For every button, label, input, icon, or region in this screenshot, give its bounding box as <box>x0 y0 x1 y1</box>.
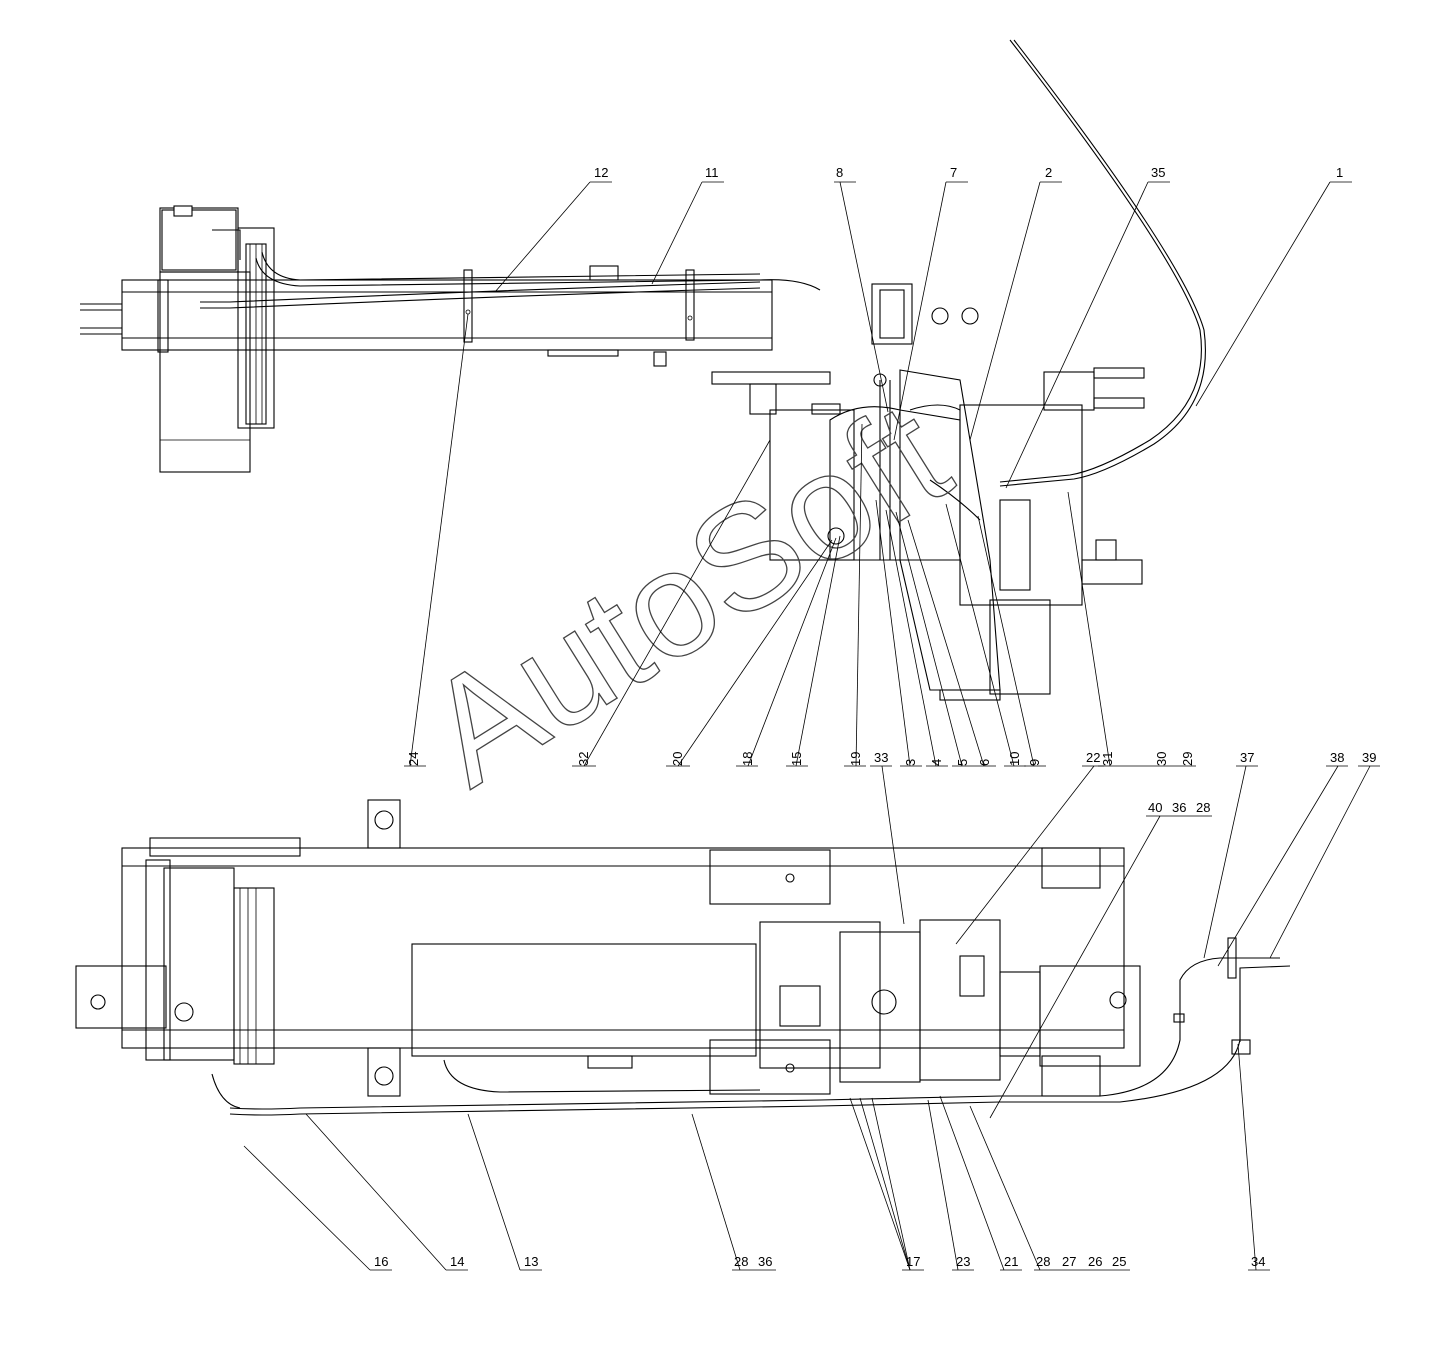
callout-34: 34 <box>1251 1254 1265 1269</box>
callout-37: 37 <box>1240 750 1254 765</box>
callout-28: 28 <box>1196 800 1210 815</box>
callout-9: 9 <box>1027 759 1042 766</box>
leader-lines <box>243 181 1380 1271</box>
callout-25: 25 <box>1112 1254 1126 1269</box>
side-view-assembly <box>80 39 1206 701</box>
callout-10: 10 <box>1007 752 1022 766</box>
callout-7: 7 <box>950 165 957 180</box>
callout-13: 13 <box>524 1254 538 1269</box>
callout-38: 38 <box>1330 750 1344 765</box>
callout-29: 29 <box>1180 752 1195 766</box>
callout-27: 27 <box>1062 1254 1076 1269</box>
callout-3: 3 <box>903 759 918 766</box>
callout-17: 17 <box>906 1254 920 1269</box>
callout-18: 18 <box>740 752 755 766</box>
top-callout-labels: 12 11 8 7 2 35 1 <box>594 165 1343 180</box>
callout-39: 39 <box>1362 750 1376 765</box>
callout-35: 35 <box>1151 165 1165 180</box>
plan-view-assembly <box>75 799 1291 1116</box>
callout-40: 40 <box>1148 800 1162 815</box>
callout-19: 19 <box>848 752 863 766</box>
callout-31: 31 <box>1100 752 1115 766</box>
middle-callout-labels: 24 32 20 18 15 19 3 4 5 6 10 9 31 30 29 … <box>406 750 1376 815</box>
callout-21: 21 <box>1004 1254 1018 1269</box>
callout-11: 11 <box>705 165 719 180</box>
callout-32: 32 <box>576 752 591 766</box>
callout-20: 20 <box>670 752 685 766</box>
callout-33: 33 <box>874 750 888 765</box>
callout-26: 26 <box>1088 1254 1102 1269</box>
callout-5: 5 <box>955 759 970 766</box>
callout-6: 6 <box>977 759 992 766</box>
callout-28-right: 28 <box>1036 1254 1050 1269</box>
callout-36: 36 <box>1172 800 1186 815</box>
callout-15: 15 <box>789 752 804 766</box>
callout-8: 8 <box>836 165 843 180</box>
callout-14: 14 <box>450 1254 464 1269</box>
callout-24: 24 <box>406 752 421 766</box>
callout-1: 1 <box>1336 165 1343 180</box>
callout-22: 22 <box>1086 750 1100 765</box>
callout-2: 2 <box>1045 165 1052 180</box>
bottom-callout-labels: 16 14 13 28 36 17 23 21 28 27 26 25 34 <box>374 1254 1265 1269</box>
callout-36-left: 36 <box>758 1254 772 1269</box>
callout-12: 12 <box>594 165 608 180</box>
callout-4: 4 <box>929 759 944 766</box>
callout-28-left: 28 <box>734 1254 748 1269</box>
callout-16: 16 <box>374 1254 388 1269</box>
callout-30: 30 <box>1154 752 1169 766</box>
callout-23: 23 <box>956 1254 970 1269</box>
